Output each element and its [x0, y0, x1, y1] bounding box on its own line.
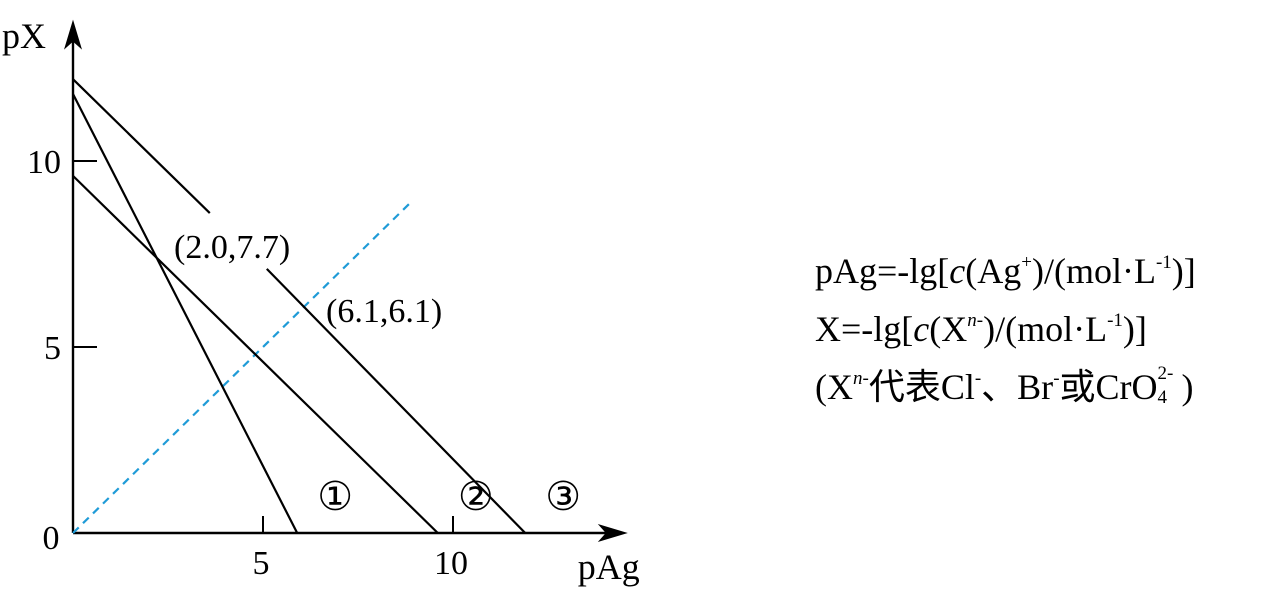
- legend-line1-sup-minus1: -1: [1155, 252, 1172, 273]
- legend-line3-cro-indices: 2-4: [1158, 364, 1182, 407]
- legend-line2-sup-minus1: -1: [1107, 310, 1123, 331]
- legend-line3-cl: 代表Cl: [868, 367, 975, 407]
- legend-line1-mid: (Ag: [965, 251, 1022, 291]
- legend-line3-sup-n-minus: n-: [853, 368, 869, 389]
- legend-line-pag: pAg=-lg[c(Ag+)/(mol·L-1)]: [815, 242, 1196, 300]
- series-line-2: [72, 175, 439, 534]
- legend-line3-sup-cl: -: [974, 368, 982, 389]
- legend-line3-sup-minus: -: [862, 368, 869, 389]
- annotation-intersection-1-2: (2.0,7.7): [174, 229, 290, 266]
- legend-line3-open: (X: [815, 367, 853, 407]
- legend-line1-c: c: [949, 251, 966, 291]
- legend-line1-sup-plus: +: [1021, 252, 1032, 273]
- series-line-3-lower: [266, 268, 526, 534]
- legend-line2-sup-n: n: [967, 310, 977, 331]
- axes: 5 10 5 10 0 pX pAg: [2, 16, 640, 587]
- series-line-1: [72, 93, 299, 534]
- legend-line2-end: )]: [1122, 309, 1147, 349]
- series-label-1: ①: [317, 474, 353, 519]
- x-axis-label: pAg: [578, 547, 640, 587]
- legend-line2-sup-minus: -: [976, 310, 984, 331]
- reference-line: [72, 201, 412, 534]
- legend-line2-mid: (X: [929, 309, 968, 349]
- series-label-2: ②: [458, 474, 494, 519]
- legend-line1-end: )]: [1171, 251, 1196, 291]
- series-label-3: ③: [545, 474, 581, 519]
- y-axis-label: pX: [2, 16, 46, 56]
- series-line-3-upper: [72, 78, 211, 214]
- legend-line3-sup-n: n: [853, 368, 863, 389]
- legend-line2-sup-n-minus: n-: [967, 310, 983, 331]
- legend-line3-sup-br: -: [1053, 368, 1060, 389]
- legend-line1-mid2: )/(mol·L: [1031, 251, 1156, 291]
- legend-line1-pre: pAg=-lg[: [815, 251, 950, 291]
- legend-line2-pre: X=-lg[: [815, 309, 914, 349]
- reference-line-group: [72, 201, 412, 534]
- definition-legend: pAg=-lg[c(Ag+)/(mol·L-1)] X=-lg[c(Xn-)/(…: [815, 242, 1196, 416]
- legend-line2-mid2: )/(mol·L: [983, 309, 1108, 349]
- legend-line3-cro: 或CrO: [1059, 367, 1158, 407]
- x-tick-label: 5: [253, 545, 270, 582]
- series-group: [72, 78, 526, 534]
- annotation-intersection-3-ref: (6.1,6.1): [326, 293, 442, 330]
- y-tick-label: 10: [27, 144, 61, 181]
- x-tick-label: 10: [434, 545, 468, 582]
- labels-group: ① ② ③ (2.0,7.7) (6.1,6.1): [174, 229, 581, 519]
- x-axis-arrow-icon: [597, 524, 628, 542]
- legend-line3-br: 、Br: [981, 367, 1054, 407]
- legend-line-px: X=-lg[c(Xn-)/(mol·L-1)]: [815, 300, 1196, 358]
- y-axis-arrow-icon: [64, 19, 82, 50]
- origin-label: 0: [43, 520, 60, 557]
- legend-line3-close: ): [1181, 367, 1194, 407]
- legend-line3-sup-cro: 2-: [1157, 363, 1174, 384]
- legend-line3-sub-cro: 4: [1157, 387, 1168, 408]
- legend-line2-c: c: [913, 309, 930, 349]
- y-tick-label: 5: [44, 330, 61, 367]
